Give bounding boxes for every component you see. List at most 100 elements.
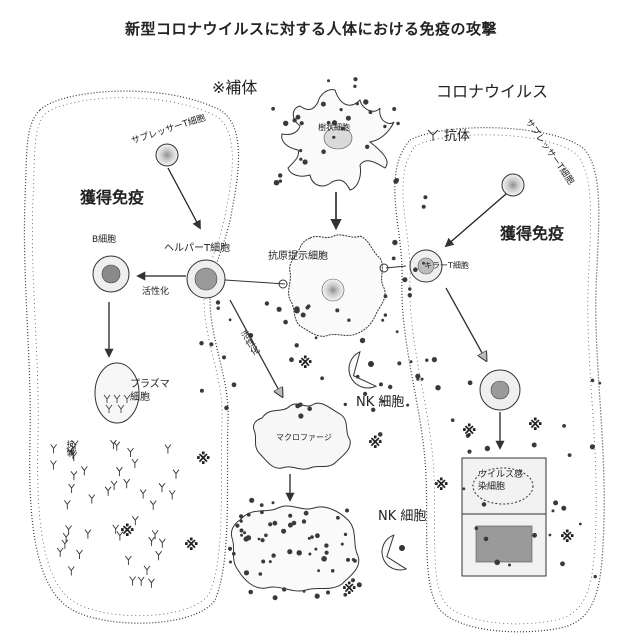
antibody-glyph — [172, 469, 180, 479]
virus-particle — [481, 502, 487, 507]
virus-particle — [294, 306, 300, 312]
virus-particle — [336, 515, 340, 520]
virus-particle — [578, 522, 582, 526]
virus-particle — [268, 560, 272, 564]
virus-particle — [272, 595, 278, 601]
arrow-suppressor-to-killer — [444, 193, 507, 248]
virus-particle — [299, 121, 304, 126]
helper-t-label: ヘルパーT細胞 — [164, 243, 231, 254]
virus-particle — [567, 453, 572, 457]
virus-particle — [314, 336, 318, 340]
virus-particle — [240, 533, 244, 537]
suppressor-t-cell-right — [501, 173, 525, 197]
antibody-glyph — [148, 578, 155, 588]
virus-particle — [307, 406, 313, 412]
antibody-glyph — [65, 525, 72, 535]
virus-particle — [298, 413, 304, 419]
virus-particle — [282, 587, 287, 592]
complement-mark: ※ — [298, 354, 313, 372]
virus-particle — [392, 107, 397, 111]
virus-particle — [548, 533, 552, 537]
virus-particle — [395, 330, 399, 334]
antibody-glyph — [110, 480, 118, 490]
antibody-glyph — [50, 460, 57, 470]
virus-particle — [494, 559, 501, 566]
engulfing-macrophage — [231, 505, 360, 592]
antibody-glyph — [70, 471, 78, 481]
virus-particle — [326, 120, 331, 125]
antibody-glyph — [56, 547, 64, 557]
virus-particle — [314, 547, 318, 551]
activation-label-left: 活性化 — [142, 287, 170, 297]
virus-particle — [562, 424, 566, 428]
virus-particle — [339, 108, 343, 112]
virus-particle — [351, 558, 355, 562]
virus-particle — [413, 267, 418, 273]
virus-particle — [332, 135, 336, 139]
virus-particle — [379, 382, 383, 387]
virus-particle — [305, 305, 310, 310]
virus-particle — [303, 510, 309, 516]
virus-particle — [289, 357, 294, 363]
virus-particle — [395, 178, 399, 182]
antibody-glyph — [129, 576, 136, 586]
virus-particle — [235, 523, 240, 528]
virus-particle — [365, 144, 370, 149]
virus-particle — [302, 159, 308, 165]
virus-particle — [532, 532, 537, 538]
killer-t-label: キラーT細胞 — [424, 261, 469, 270]
antibody-glyph — [67, 566, 75, 576]
virus-particle — [199, 341, 204, 346]
antibody-glyph — [125, 555, 132, 565]
antibody-glyph — [131, 458, 139, 469]
virus-particle — [450, 418, 455, 423]
nk-cell-pacman-1 — [348, 350, 378, 389]
virus-particle — [408, 287, 412, 291]
antibody-glyph — [164, 444, 172, 454]
virus-particle — [589, 444, 596, 450]
virus-particle — [420, 377, 424, 381]
virus-particle — [321, 556, 327, 562]
virus-particle — [308, 552, 312, 556]
virus-particle — [326, 590, 330, 595]
virus-particle — [363, 391, 368, 396]
virus-particle — [363, 99, 369, 105]
complement-mark: ※ — [368, 434, 383, 452]
virus-particle — [199, 388, 204, 393]
virus-particle — [292, 118, 297, 123]
antibody-glyph — [80, 466, 88, 476]
antibody-glyph — [66, 447, 74, 457]
complement-mark: ※ — [184, 536, 199, 554]
virus-particle — [283, 120, 289, 127]
virus-particle — [239, 514, 244, 519]
antibody-icon-right — [427, 129, 439, 141]
virus-particle — [287, 549, 293, 555]
nk-cell-label-1: NK 細胞 — [356, 395, 405, 410]
virus-particle — [383, 294, 388, 299]
virus-particle — [278, 173, 283, 178]
right-compartment-outline — [394, 127, 605, 633]
virus-particle — [467, 380, 473, 386]
virus-particle — [294, 343, 299, 348]
plasma-cell — [94, 362, 140, 424]
virus-particle — [474, 526, 479, 531]
virus-particle — [232, 551, 236, 556]
virus-particle — [359, 337, 366, 344]
complement-mark: ※ — [528, 416, 543, 434]
virus-particle — [216, 306, 220, 310]
virus-particle — [340, 542, 344, 546]
virus-particle — [228, 546, 232, 551]
antibody-glyph — [139, 489, 147, 499]
virus-particle — [271, 553, 276, 558]
virus-particle — [406, 403, 410, 407]
virus-particle — [531, 442, 537, 448]
virus-particle — [593, 574, 597, 579]
virus-particle — [409, 360, 413, 364]
virus-particle — [271, 501, 275, 505]
antibody-glyph — [155, 550, 162, 561]
virus-particle — [381, 318, 385, 322]
virus-particle — [343, 592, 348, 597]
virus-particle — [239, 528, 244, 533]
